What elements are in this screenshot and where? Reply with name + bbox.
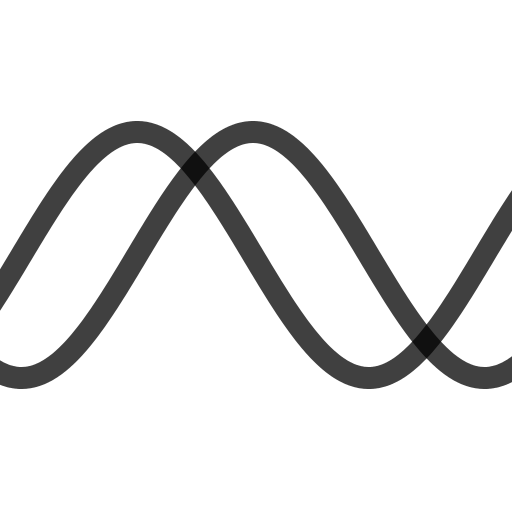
lagging-wave xyxy=(0,121,512,389)
